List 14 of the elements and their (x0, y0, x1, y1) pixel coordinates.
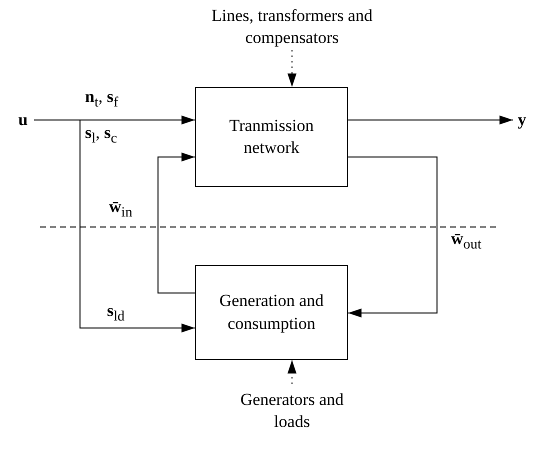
node-label: Lines, transformers and compensators (210, 4, 374, 49)
arrow (348, 156, 438, 318)
process-box (195, 87, 348, 187)
node-label: u (18, 108, 28, 131)
node-label: y (518, 108, 526, 131)
node-label: Generators and loads (239, 388, 345, 433)
box-label: Tranmission network (228, 114, 315, 159)
arrow (288, 50, 296, 88)
arrow (158, 152, 196, 294)
arrow (348, 116, 514, 124)
box-label: Generation and consumption (218, 290, 325, 335)
arrow (34, 120, 196, 332)
process-box (195, 265, 348, 360)
arrow (288, 360, 296, 384)
